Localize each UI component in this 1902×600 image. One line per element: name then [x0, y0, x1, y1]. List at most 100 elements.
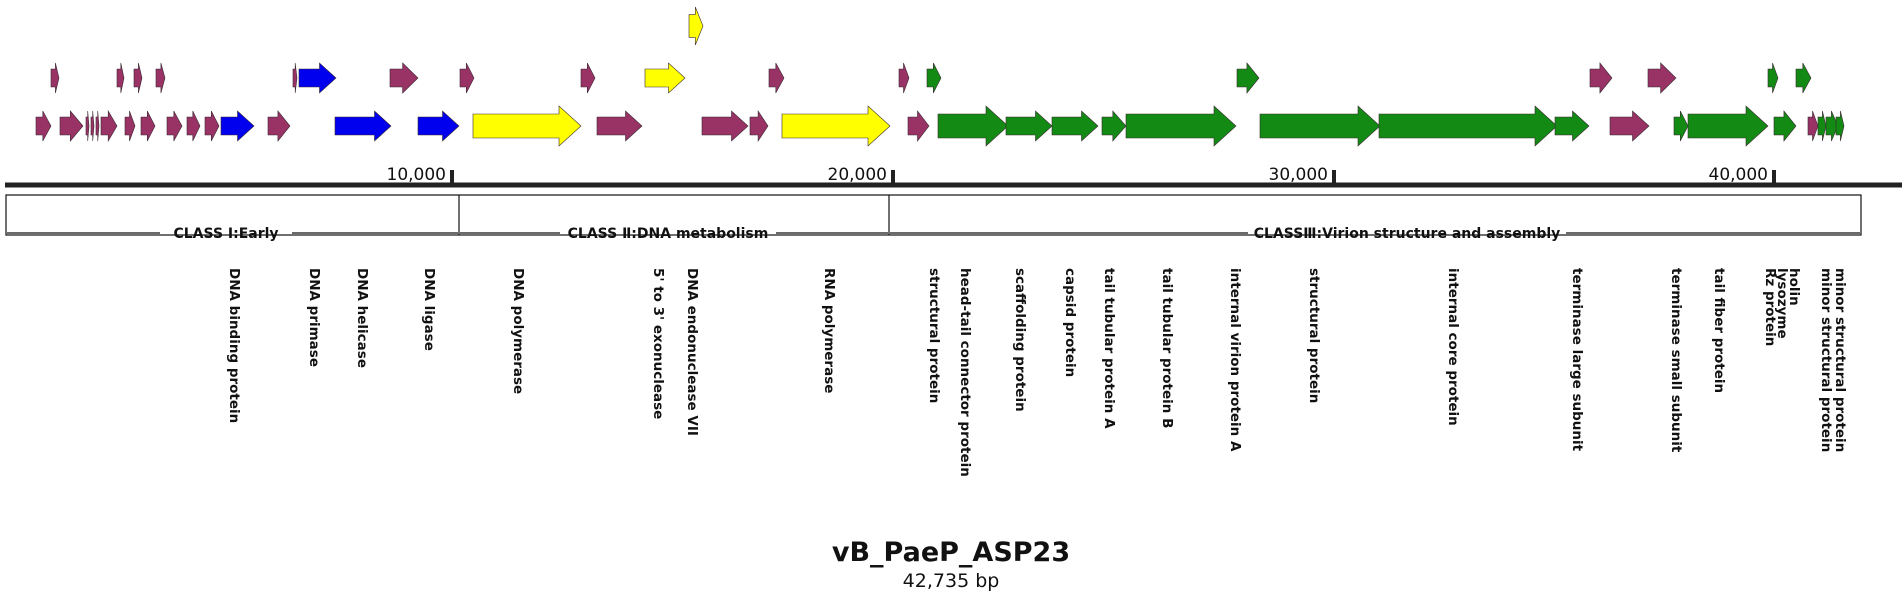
gene-function-label: capsid protein — [1062, 268, 1078, 377]
gene-function-label: tail tubular protein A — [1101, 268, 1117, 429]
gene-arrow-primase — [334, 110, 392, 142]
gene-function-label: 5' to 3' exonuclease — [650, 268, 666, 419]
gene-function-label: terminase large subunit — [1569, 268, 1585, 452]
gene-arrow-other — [1807, 110, 1819, 142]
class-2-bracket: CLASS Ⅱ:DNA metabolism — [460, 226, 888, 242]
gene-arrow-structure — [926, 62, 942, 94]
gene-function-label: terminase small subunit — [1668, 268, 1684, 453]
gene-arrow-other — [166, 110, 183, 142]
gene-function-label: head-tail connector protein — [957, 268, 973, 477]
gene-arrow-polymerase — [781, 105, 891, 147]
gene-arrow-other — [459, 62, 475, 94]
function-labels: DNA binding protein DNA primase DNA helica… — [226, 268, 1848, 477]
gene-arrow-other — [701, 110, 749, 142]
gene-arrow-other — [116, 62, 125, 94]
gene-function-label: structural protein — [926, 268, 942, 403]
genome-axis: 10,000 20,000 30,000 40,000 — [5, 165, 1902, 188]
gene-arrow-structure — [1125, 105, 1237, 147]
gene-function-label: DNA primase — [306, 268, 322, 367]
gene-function-label: scaffolding protein — [1012, 268, 1028, 412]
gene-arrow-other — [95, 110, 100, 142]
gene-arrow-other — [596, 110, 643, 142]
gene-arrow-other — [292, 62, 298, 94]
gene-arrow-other — [186, 110, 201, 142]
gene-arrow-polymerase — [688, 6, 704, 46]
gene-arrow-other — [1647, 62, 1677, 94]
gene-arrow-other — [907, 110, 930, 142]
axis-tick-label: 30,000 — [1269, 165, 1328, 185]
gene-arrows — [35, 6, 1845, 147]
gene-function-label: holin — [1786, 268, 1802, 306]
gene-function-label: structural protein — [1306, 268, 1322, 403]
gene-arrow-structure — [1005, 110, 1053, 142]
gene-arrow-structure — [1236, 62, 1260, 94]
gene-arrow-other — [898, 62, 910, 94]
gene-function-label: DNA polymerase — [510, 268, 526, 394]
gene-arrow-structure — [1673, 110, 1689, 142]
gene-arrow-other — [100, 109, 118, 143]
gene-arrow-structure — [1687, 105, 1769, 147]
gene-function-label: minor structural protein — [1818, 268, 1834, 452]
gene-function-label: internal core protein — [1445, 268, 1461, 426]
class-1-bracket: CLASS Ⅰ:Early — [7, 226, 458, 242]
gene-function-label: tail tubular protein B — [1159, 268, 1175, 428]
gene-arrow-other — [204, 110, 220, 142]
genome-title: vB_PaeP_ASP23 — [831, 537, 1071, 568]
gene-arrow-structure — [1378, 105, 1558, 147]
axis-tick-label: 20,000 — [828, 165, 887, 185]
gene-arrow-structure — [1773, 110, 1797, 142]
gene-arrow-other — [140, 110, 156, 142]
gene-function-label: DNA helicase — [354, 268, 370, 368]
axis-ticks: 10,000 20,000 30,000 40,000 — [387, 165, 1776, 185]
gene-arrow-primase — [220, 110, 255, 142]
gene-arrow-structure — [1554, 110, 1590, 142]
gene-arrow-structure — [1817, 110, 1827, 142]
gene-arrow-structure — [1795, 62, 1812, 94]
gene-arrow-primase — [417, 110, 460, 142]
gene-arrow-other — [768, 62, 785, 94]
class-3-bracket: CLASSⅢ:Virion structure and assembly — [890, 226, 1860, 242]
gene-function-label: internal virion protein A — [1227, 268, 1243, 452]
gene-arrow-other — [50, 62, 60, 94]
gene-function-label: RNA polymerase — [821, 268, 837, 393]
gene-function-label: tail fiber protein — [1711, 268, 1727, 393]
gene-arrow-other — [1609, 110, 1650, 142]
gene-arrow-structure — [1051, 110, 1099, 142]
gene-function-label: DNA ligase — [421, 268, 437, 351]
gene-arrow-other — [35, 110, 52, 142]
gene-arrow-structure — [1825, 110, 1839, 142]
gene-function-label: DNA endonuclease VII — [684, 268, 700, 436]
gene-arrow-other — [59, 110, 84, 142]
axis-tick-label: 40,000 — [1709, 165, 1768, 185]
gene-arrow-other — [85, 110, 90, 142]
gene-arrow-other — [749, 110, 769, 142]
gene-arrow-other — [580, 62, 596, 94]
class-2-label: CLASS Ⅱ:DNA metabolism — [568, 226, 769, 242]
gene-arrow-other — [124, 110, 136, 142]
gene-arrow-structure — [1259, 105, 1381, 147]
gene-arrow-structure — [1835, 110, 1845, 142]
gene-arrow-structure — [1767, 62, 1779, 94]
gene-arrow-primase — [298, 62, 337, 94]
gene-function-label: minor structural protein — [1832, 268, 1848, 452]
gene-arrow-other — [389, 62, 419, 94]
gene-function-label: Rz protein — [1762, 268, 1778, 346]
gene-function-label: lysozyme — [1774, 268, 1790, 339]
gene-arrow-other — [155, 62, 166, 94]
genome-length: 42,735 bp — [902, 570, 1000, 592]
class-boxes: CLASS Ⅰ:Early CLASS Ⅱ:DNA metabolism CLA… — [5, 194, 1862, 242]
class-box-outline — [5, 194, 1862, 236]
axis-tick-label: 10,000 — [387, 165, 446, 185]
class-3-label: CLASSⅢ:Virion structure and assembly — [1254, 226, 1561, 242]
gene-arrow-other — [133, 62, 143, 94]
gene-arrow-polymerase — [644, 62, 686, 94]
gene-arrow-other — [90, 110, 95, 142]
class-1-label: CLASS Ⅰ:Early — [173, 226, 278, 242]
gene-arrow-other — [1589, 62, 1613, 94]
gene-function-label: DNA binding protein — [226, 268, 242, 423]
gene-arrow-structure — [937, 105, 1009, 147]
gene-arrow-structure — [1101, 110, 1127, 142]
gene-arrow-other — [267, 110, 291, 142]
gene-arrow-polymerase — [472, 105, 582, 147]
